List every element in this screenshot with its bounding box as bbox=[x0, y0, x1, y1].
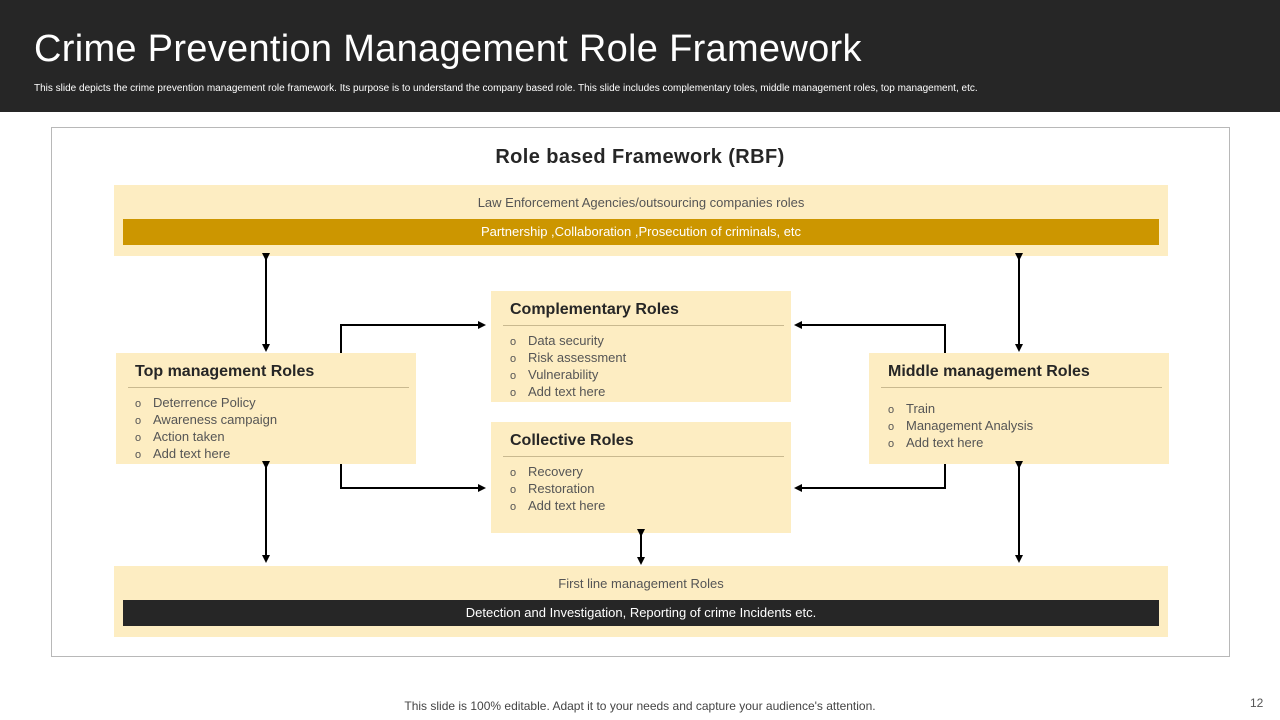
bullet-circle-icon: o bbox=[135, 432, 142, 444]
list-item-text: Awareness campaign bbox=[153, 412, 278, 427]
list-item-text: Recovery bbox=[528, 464, 583, 479]
list-item: o Add text here bbox=[510, 498, 605, 515]
list-item-text: Train bbox=[906, 401, 936, 416]
bullet-circle-icon: o bbox=[888, 404, 895, 416]
bullet-circle-icon: o bbox=[510, 387, 517, 399]
list-item: o Deterrence Policy bbox=[135, 395, 277, 412]
detection-bar: Detection and Investigation, Reporting o… bbox=[123, 600, 1159, 626]
bullet-circle-icon: o bbox=[135, 415, 142, 427]
divider bbox=[503, 325, 784, 326]
list-item-text: Action taken bbox=[153, 429, 225, 444]
list-item-text: Restoration bbox=[528, 481, 595, 496]
list-item-text: Risk assessment bbox=[528, 350, 627, 365]
divider bbox=[128, 387, 409, 388]
bullet-circle-icon: o bbox=[510, 336, 517, 348]
list-item: o Risk assessment bbox=[510, 350, 626, 367]
list-item-text: Add text here bbox=[153, 446, 231, 461]
page-number: 12 bbox=[1250, 696, 1264, 710]
list-item-text: Add text here bbox=[906, 435, 984, 450]
slide-subtitle: This slide depicts the crime prevention … bbox=[34, 83, 978, 94]
law-enforcement-label: Law Enforcement Agencies/outsourcing com… bbox=[477, 195, 805, 210]
bullet-circle-icon: o bbox=[135, 398, 142, 410]
divider bbox=[503, 456, 784, 457]
list-item: o Awareness campaign bbox=[135, 412, 277, 429]
list-item-text: Vulnerability bbox=[528, 367, 599, 382]
list-item: o Recovery bbox=[510, 464, 605, 481]
bullet-circle-icon: o bbox=[510, 484, 517, 496]
list-item: o Add text here bbox=[510, 384, 626, 401]
list-item: o Management Analysis bbox=[888, 418, 1033, 435]
collective-roles-title: Collective Roles bbox=[510, 432, 634, 449]
bullet-circle-icon: o bbox=[135, 449, 142, 461]
bullet-circle-icon: o bbox=[888, 421, 895, 433]
list-item: o Add text here bbox=[888, 435, 1033, 452]
list-item: o Restoration bbox=[510, 481, 605, 498]
complementary-roles-title: Complementary Roles bbox=[510, 301, 679, 318]
list-item: o Action taken bbox=[135, 429, 277, 446]
list-item: o Data security bbox=[510, 333, 626, 350]
partnership-bar: Partnership ,Collaboration ,Prosecution … bbox=[123, 219, 1159, 245]
bullet-circle-icon: o bbox=[510, 467, 517, 479]
list-item: o Vulnerability bbox=[510, 367, 626, 384]
law-enforcement-band: Law Enforcement Agencies/outsourcing com… bbox=[114, 185, 1168, 256]
slide-title: Crime Prevention Management Role Framewo… bbox=[34, 28, 862, 70]
diagram-title: Role based Framework (RBF) bbox=[495, 146, 785, 168]
bullet-circle-icon: o bbox=[510, 501, 517, 513]
first-line-label: First line management Roles bbox=[558, 576, 724, 591]
slide-header: Crime Prevention Management Role Framewo… bbox=[0, 0, 1280, 112]
bullet-circle-icon: o bbox=[510, 370, 517, 382]
footer-note: This slide is 100% editable. Adapt it to… bbox=[404, 699, 876, 713]
middle-management-roles-title: Middle management Roles bbox=[888, 363, 1090, 380]
list-item-text: Deterrence Policy bbox=[153, 395, 256, 410]
top-management-roles-title: Top management Roles bbox=[135, 363, 315, 380]
list-item-text: Management Analysis bbox=[906, 418, 1034, 433]
list-item-text: Add text here bbox=[528, 498, 606, 513]
list-item: o Train bbox=[888, 401, 1033, 418]
list-item: o Add text here bbox=[135, 446, 277, 463]
bullet-circle-icon: o bbox=[510, 353, 517, 365]
bullet-circle-icon: o bbox=[888, 438, 895, 450]
first-line-band: First line management Roles Detection an… bbox=[114, 566, 1168, 637]
list-item-text: Add text here bbox=[528, 384, 606, 399]
list-item-text: Data security bbox=[528, 333, 604, 348]
divider bbox=[881, 387, 1162, 388]
